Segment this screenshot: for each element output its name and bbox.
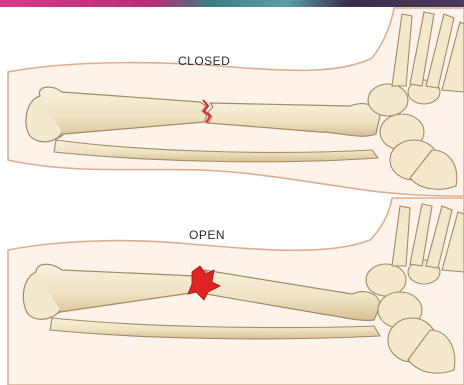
closed-fracture-illustration [8, 8, 464, 196]
open-fracture-illustration [8, 198, 464, 385]
top-banner-strip [0, 0, 464, 7]
open-label: OPEN [189, 228, 225, 242]
closed-label: CLOSED [178, 54, 230, 68]
